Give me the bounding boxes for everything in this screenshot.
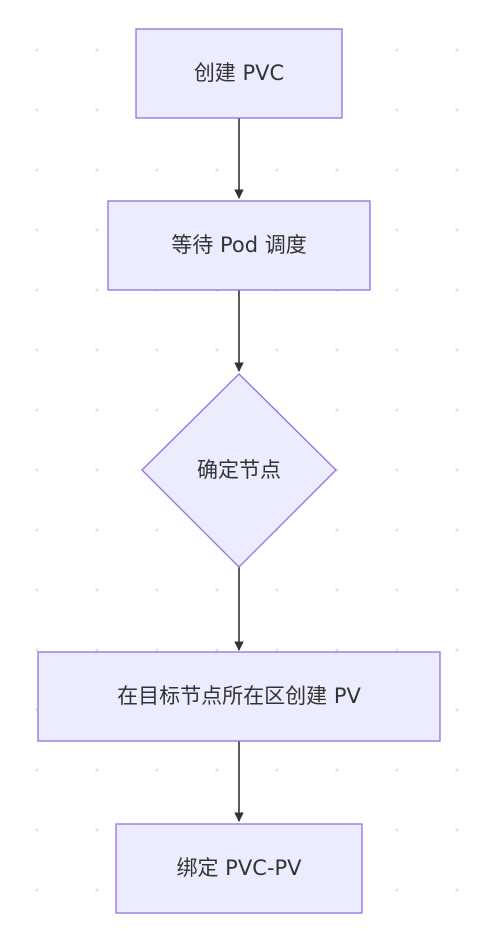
node-create-pv-in-zone: 在目标节点所在区创建 PV bbox=[37, 651, 441, 742]
node-bind-pvc-pv: 绑定 PVC-PV bbox=[115, 823, 363, 914]
node-create-pvc-label: 创建 PVC bbox=[194, 61, 284, 85]
node-determine-node: 确定节点 bbox=[141, 373, 337, 568]
node-create-pvc: 创建 PVC bbox=[135, 28, 343, 119]
node-create-pv-in-zone-label: 在目标节点所在区创建 PV bbox=[117, 684, 361, 708]
node-bind-pvc-pv-label: 绑定 PVC-PV bbox=[177, 856, 303, 880]
node-wait-pod-scheduling-label: 等待 Pod 调度 bbox=[171, 233, 306, 257]
node-determine-node-label: 确定节点 bbox=[197, 458, 281, 482]
node-wait-pod-scheduling: 等待 Pod 调度 bbox=[107, 200, 371, 291]
